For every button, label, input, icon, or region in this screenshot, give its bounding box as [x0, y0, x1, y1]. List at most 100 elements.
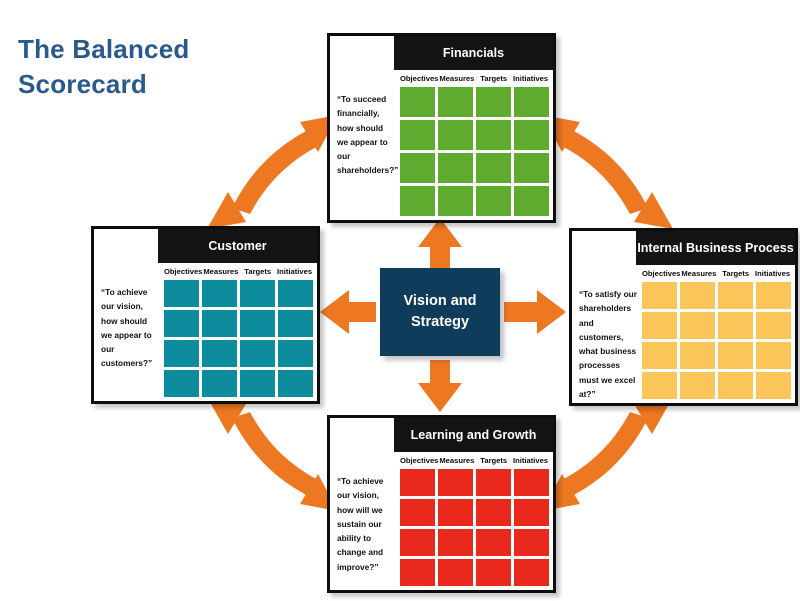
grid-cell[interactable] [514, 186, 549, 216]
perspective-panel-internal-business-process[interactable]: Internal Business Process “To satisfy ou… [569, 228, 798, 406]
grid-cell[interactable] [240, 280, 275, 307]
grid-cell[interactable] [240, 340, 275, 367]
grid-cell[interactable] [680, 372, 715, 399]
grid-cell[interactable] [642, 342, 677, 369]
column-header-initiatives: Initiatives [513, 456, 549, 465]
grid-cell[interactable] [642, 282, 677, 309]
grid-cell[interactable] [278, 370, 313, 397]
arrow-learning-and-growth-to-customer [207, 397, 338, 511]
grid-cell[interactable] [718, 312, 753, 339]
panel-grid-wrap-customer: Objectives Measures Targets Initiatives [164, 263, 317, 401]
grid-cell[interactable] [400, 469, 435, 496]
column-headers-internal-business-process: Objectives Measures Targets Initiatives [642, 265, 791, 282]
scorecard-grid-learning-and-growth[interactable] [400, 469, 549, 590]
grid-cell[interactable] [438, 469, 473, 496]
grid-cell[interactable] [514, 559, 549, 586]
grid-cell[interactable] [476, 559, 511, 586]
panel-body-financials: “To succeed financially, how should we a… [330, 70, 553, 220]
panel-quote-financials: “To succeed financially, how should we a… [330, 70, 400, 220]
grid-cell[interactable] [476, 87, 511, 117]
grid-cell[interactable] [718, 282, 753, 309]
vision-and-strategy-box[interactable]: Vision and Strategy [380, 268, 500, 356]
grid-cell[interactable] [680, 282, 715, 309]
grid-cell[interactable] [514, 499, 549, 526]
panel-grid-wrap-internal-business-process: Objectives Measures Targets Initiatives [642, 265, 795, 403]
panel-grid-wrap-learning-and-growth: Objectives Measures Targets Initiatives [400, 452, 553, 590]
grid-cell[interactable] [680, 312, 715, 339]
column-headers-financials: Objectives Measures Targets Initiatives [400, 70, 549, 87]
grid-cell[interactable] [400, 120, 435, 150]
grid-cell[interactable] [278, 310, 313, 337]
grid-cell[interactable] [164, 370, 199, 397]
column-header-targets: Targets [480, 456, 508, 465]
panel-body-learning-and-growth: “To achieve our vision, how will we sust… [330, 452, 553, 590]
grid-cell[interactable] [400, 87, 435, 117]
grid-cell[interactable] [438, 559, 473, 586]
column-header-targets: Targets [244, 267, 272, 276]
scorecard-grid-financials[interactable] [400, 87, 549, 220]
grid-cell[interactable] [476, 186, 511, 216]
grid-cell[interactable] [202, 340, 237, 367]
grid-cell[interactable] [756, 372, 791, 399]
grid-cell[interactable] [476, 153, 511, 183]
grid-cell[interactable] [514, 120, 549, 150]
scorecard-grid-internal-business-process[interactable] [642, 282, 791, 403]
grid-cell[interactable] [164, 280, 199, 307]
grid-cell[interactable] [476, 499, 511, 526]
grid-cell[interactable] [718, 372, 753, 399]
grid-cell[interactable] [514, 469, 549, 496]
perspective-panel-learning-and-growth[interactable]: Learning and Growth “To achieve our visi… [327, 415, 556, 593]
grid-cell[interactable] [202, 370, 237, 397]
grid-cell[interactable] [438, 529, 473, 556]
panel-quote-internal-business-process: “To satisfy our shareholders and custome… [572, 265, 642, 403]
arrow-customer-to-financials [207, 115, 338, 229]
column-header-objectives: Objectives [164, 267, 203, 276]
grid-cell[interactable] [476, 469, 511, 496]
grid-cell[interactable] [164, 310, 199, 337]
panel-title-learning-and-growth: Learning and Growth [410, 428, 537, 442]
arrow-internal-business-process-to-learning-and-growth [542, 397, 673, 511]
grid-cell[interactable] [202, 310, 237, 337]
perspective-panel-financials[interactable]: Financials “To succeed financially, how … [327, 33, 556, 223]
grid-cell[interactable] [438, 186, 473, 216]
column-header-targets: Targets [722, 269, 750, 278]
panel-quote-learning-and-growth: “To achieve our vision, how will we sust… [330, 452, 400, 590]
grid-cell[interactable] [476, 529, 511, 556]
grid-cell[interactable] [756, 312, 791, 339]
grid-cell[interactable] [400, 499, 435, 526]
grid-cell[interactable] [278, 340, 313, 367]
grid-cell[interactable] [240, 370, 275, 397]
grid-cell[interactable] [164, 340, 199, 367]
grid-cell[interactable] [240, 310, 275, 337]
arrow-center-to-customer [320, 290, 376, 334]
grid-cell[interactable] [438, 87, 473, 117]
grid-cell[interactable] [400, 186, 435, 216]
grid-cell[interactable] [476, 120, 511, 150]
grid-cell[interactable] [756, 282, 791, 309]
column-headers-customer: Objectives Measures Targets Initiatives [164, 263, 313, 280]
grid-cell[interactable] [202, 280, 237, 307]
grid-cell[interactable] [278, 280, 313, 307]
grid-cell[interactable] [400, 529, 435, 556]
column-header-measures: Measures [203, 267, 239, 276]
perspective-panel-customer[interactable]: Customer “To achieve our vision, how sho… [91, 226, 320, 404]
grid-cell[interactable] [514, 153, 549, 183]
column-header-initiatives: Initiatives [755, 269, 791, 278]
grid-cell[interactable] [438, 153, 473, 183]
grid-cell[interactable] [680, 342, 715, 369]
grid-cell[interactable] [642, 372, 677, 399]
grid-cell[interactable] [514, 87, 549, 117]
grid-cell[interactable] [438, 499, 473, 526]
grid-cell[interactable] [642, 312, 677, 339]
grid-cell[interactable] [438, 120, 473, 150]
grid-cell[interactable] [400, 153, 435, 183]
panel-header-internal-business-process: Internal Business Process [636, 231, 795, 265]
grid-cell[interactable] [400, 559, 435, 586]
grid-cell[interactable] [718, 342, 753, 369]
column-header-measures: Measures [439, 456, 475, 465]
grid-cell[interactable] [756, 342, 791, 369]
scorecard-grid-customer[interactable] [164, 280, 313, 401]
panel-quote-customer: “To achieve our vision, how should we ap… [94, 263, 164, 401]
grid-cell[interactable] [514, 529, 549, 556]
